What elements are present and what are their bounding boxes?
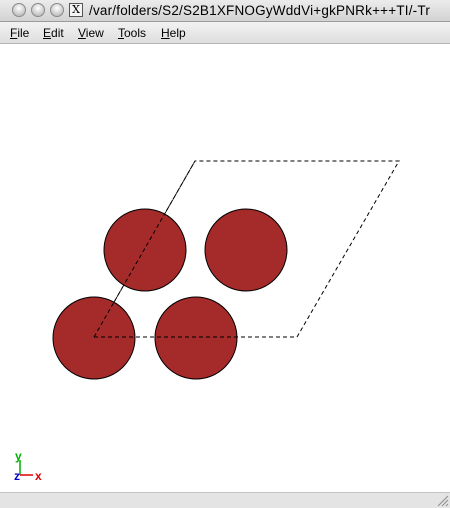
atom[interactable]	[103, 208, 187, 292]
menu-help[interactable]: Help	[161, 26, 186, 40]
menu-edit[interactable]: Edit	[43, 26, 64, 40]
z-axis-label: z	[14, 469, 20, 483]
close-window-button[interactable]	[12, 3, 26, 17]
atom[interactable]	[154, 296, 238, 380]
menu-file-mnemonic: F	[10, 26, 18, 40]
title-bar: X /var/folders/S2/S2B1XFNOGyWddVi+gkPNRk…	[0, 0, 450, 22]
atom[interactable]	[52, 296, 136, 380]
menu-view-mnemonic: V	[78, 26, 86, 40]
menu-edit-mnemonic: E	[43, 26, 52, 40]
menu-help-mnemonic: H	[161, 26, 170, 40]
axis-triad: y z x	[14, 449, 42, 483]
menu-bar: File Edit View Tools Help	[0, 22, 450, 44]
menu-tools[interactable]: Tools	[118, 26, 146, 40]
menu-view[interactable]: View	[78, 26, 104, 40]
window-title: /var/folders/S2/S2B1XFNOGyWddVi+gkPNRk++…	[89, 3, 431, 18]
unit-cell-edge-overlay	[93, 160, 196, 338]
y-axis-label: y	[15, 449, 22, 463]
atom[interactable]	[204, 208, 288, 292]
x11-icon: X	[69, 3, 83, 17]
minimize-window-button[interactable]	[31, 3, 45, 17]
menu-file-label: ile	[17, 26, 30, 40]
resize-grip-icon[interactable]	[436, 494, 449, 507]
menu-edit-label: dit	[51, 26, 64, 40]
menu-view-label: iew	[85, 26, 104, 40]
structure-viewport[interactable]: y z x	[0, 44, 450, 492]
menu-file[interactable]: File	[10, 26, 29, 40]
x-axis-label: x	[35, 469, 42, 483]
menu-tools-mnemonic: T	[118, 26, 124, 40]
zoom-window-button[interactable]	[50, 3, 64, 17]
status-bar	[0, 492, 450, 508]
menu-help-label: elp	[169, 26, 186, 40]
menu-tools-label: ools	[124, 26, 147, 40]
